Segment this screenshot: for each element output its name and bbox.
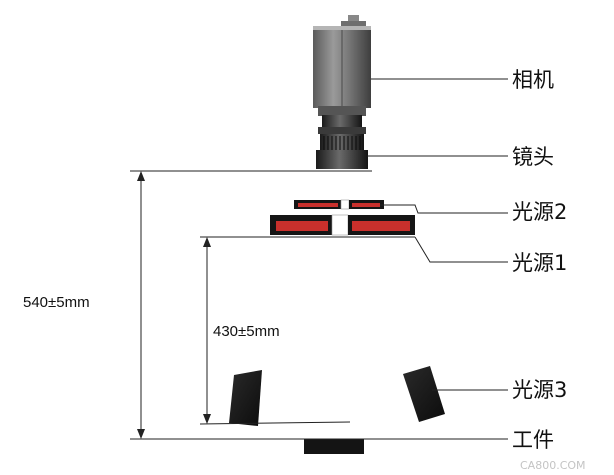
camera (313, 15, 371, 116)
label-lens: 镜头 (512, 145, 554, 169)
dimension-inner-label: 430±5mm (213, 323, 280, 340)
workpiece (304, 439, 364, 454)
label-light3: 光源3 (512, 378, 567, 402)
light-source-1 (270, 214, 415, 236)
lens (316, 115, 368, 169)
light-source-3 (229, 366, 445, 426)
light1-leader (414, 236, 508, 263)
label-workpiece: 工件 (512, 428, 554, 452)
dimension-outer-label: 540±5mm (23, 294, 90, 311)
label-light1: 光源1 (512, 251, 567, 275)
light-source-2 (294, 199, 384, 210)
light2-leader (380, 204, 508, 214)
label-light2: 光源2 (512, 200, 567, 224)
watermark: CA800.COM (520, 459, 586, 472)
dimension-inner: 430±5mm (203, 237, 280, 424)
leader-lines (130, 78, 508, 440)
label-camera: 相机 (512, 68, 554, 92)
light3-reference-line (199, 421, 351, 425)
dimension-outer: 540±5mm (23, 171, 145, 439)
